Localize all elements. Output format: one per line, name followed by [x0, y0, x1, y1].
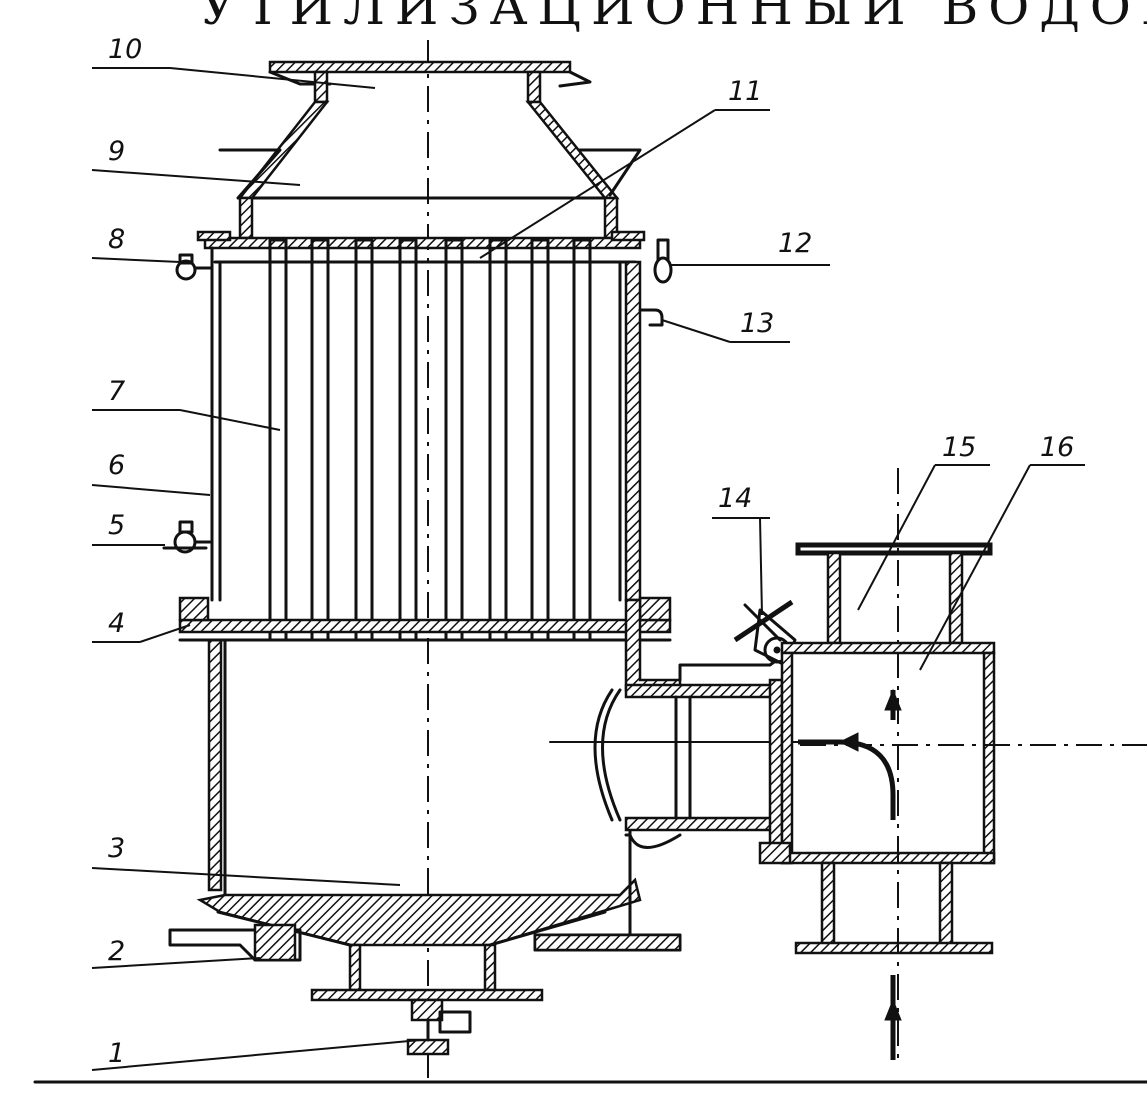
boiler-shell: [207, 246, 642, 897]
callout-15: 15: [942, 432, 977, 463]
callout-5: 5: [108, 510, 126, 541]
callout-6: 6: [108, 450, 126, 481]
gas-inlet-duct: [549, 598, 801, 857]
fitting-13: [638, 308, 664, 327]
callout-14: 14: [718, 483, 753, 514]
callout-8: 8: [108, 224, 126, 255]
callout-3: 3: [108, 833, 126, 864]
damper-valve: [733, 599, 797, 667]
callout-4: 4: [108, 608, 126, 639]
callout-12: 12: [778, 228, 813, 259]
fire-tube-bundle: [268, 238, 592, 642]
leader-lines: [91, 67, 1085, 1071]
fitting-8: [175, 253, 214, 281]
drain-valve: [406, 998, 472, 1056]
bottom-cone: [196, 823, 642, 1002]
lower-tube-sheet: [178, 596, 672, 642]
support-brackets: [168, 923, 682, 962]
callout-16: 16: [1040, 432, 1075, 463]
callout-7: 7: [108, 376, 126, 407]
upper-tube-sheet: [196, 230, 646, 264]
drawing-title: УТИЛИЗАЦИОННЫЙ ВОДОГРЕЙНЫЙ КОТ: [200, 0, 1147, 36]
fitting-12: [653, 238, 673, 284]
callout-13: 13: [740, 308, 775, 339]
callout-11: 11: [728, 76, 763, 107]
fitting-5: [162, 520, 212, 554]
callout-9: 9: [108, 136, 126, 167]
callout-1: 1: [108, 1038, 126, 1069]
callout-10: 10: [108, 34, 143, 65]
flow-arrows: [798, 688, 902, 1060]
mixing-chamber: [758, 468, 1147, 1060]
outlet-hood: [218, 100, 642, 240]
callout-2: 2: [108, 936, 126, 967]
